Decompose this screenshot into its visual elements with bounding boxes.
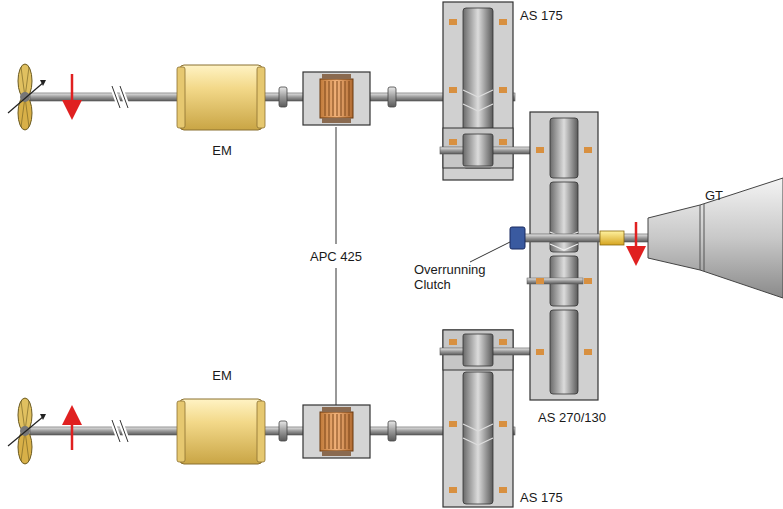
- clutch-label: Overrunning Clutch: [414, 262, 496, 292]
- motor-label: EM: [212, 368, 232, 383]
- clutch-label: APC 425: [307, 248, 365, 265]
- gearbox-label: AS 175: [520, 490, 563, 505]
- gearbox-label: AS 175: [520, 8, 563, 23]
- motor-label: EM: [212, 143, 232, 158]
- turbine-label: GT: [705, 188, 723, 203]
- gearbox-label: AS 270/130: [538, 410, 606, 425]
